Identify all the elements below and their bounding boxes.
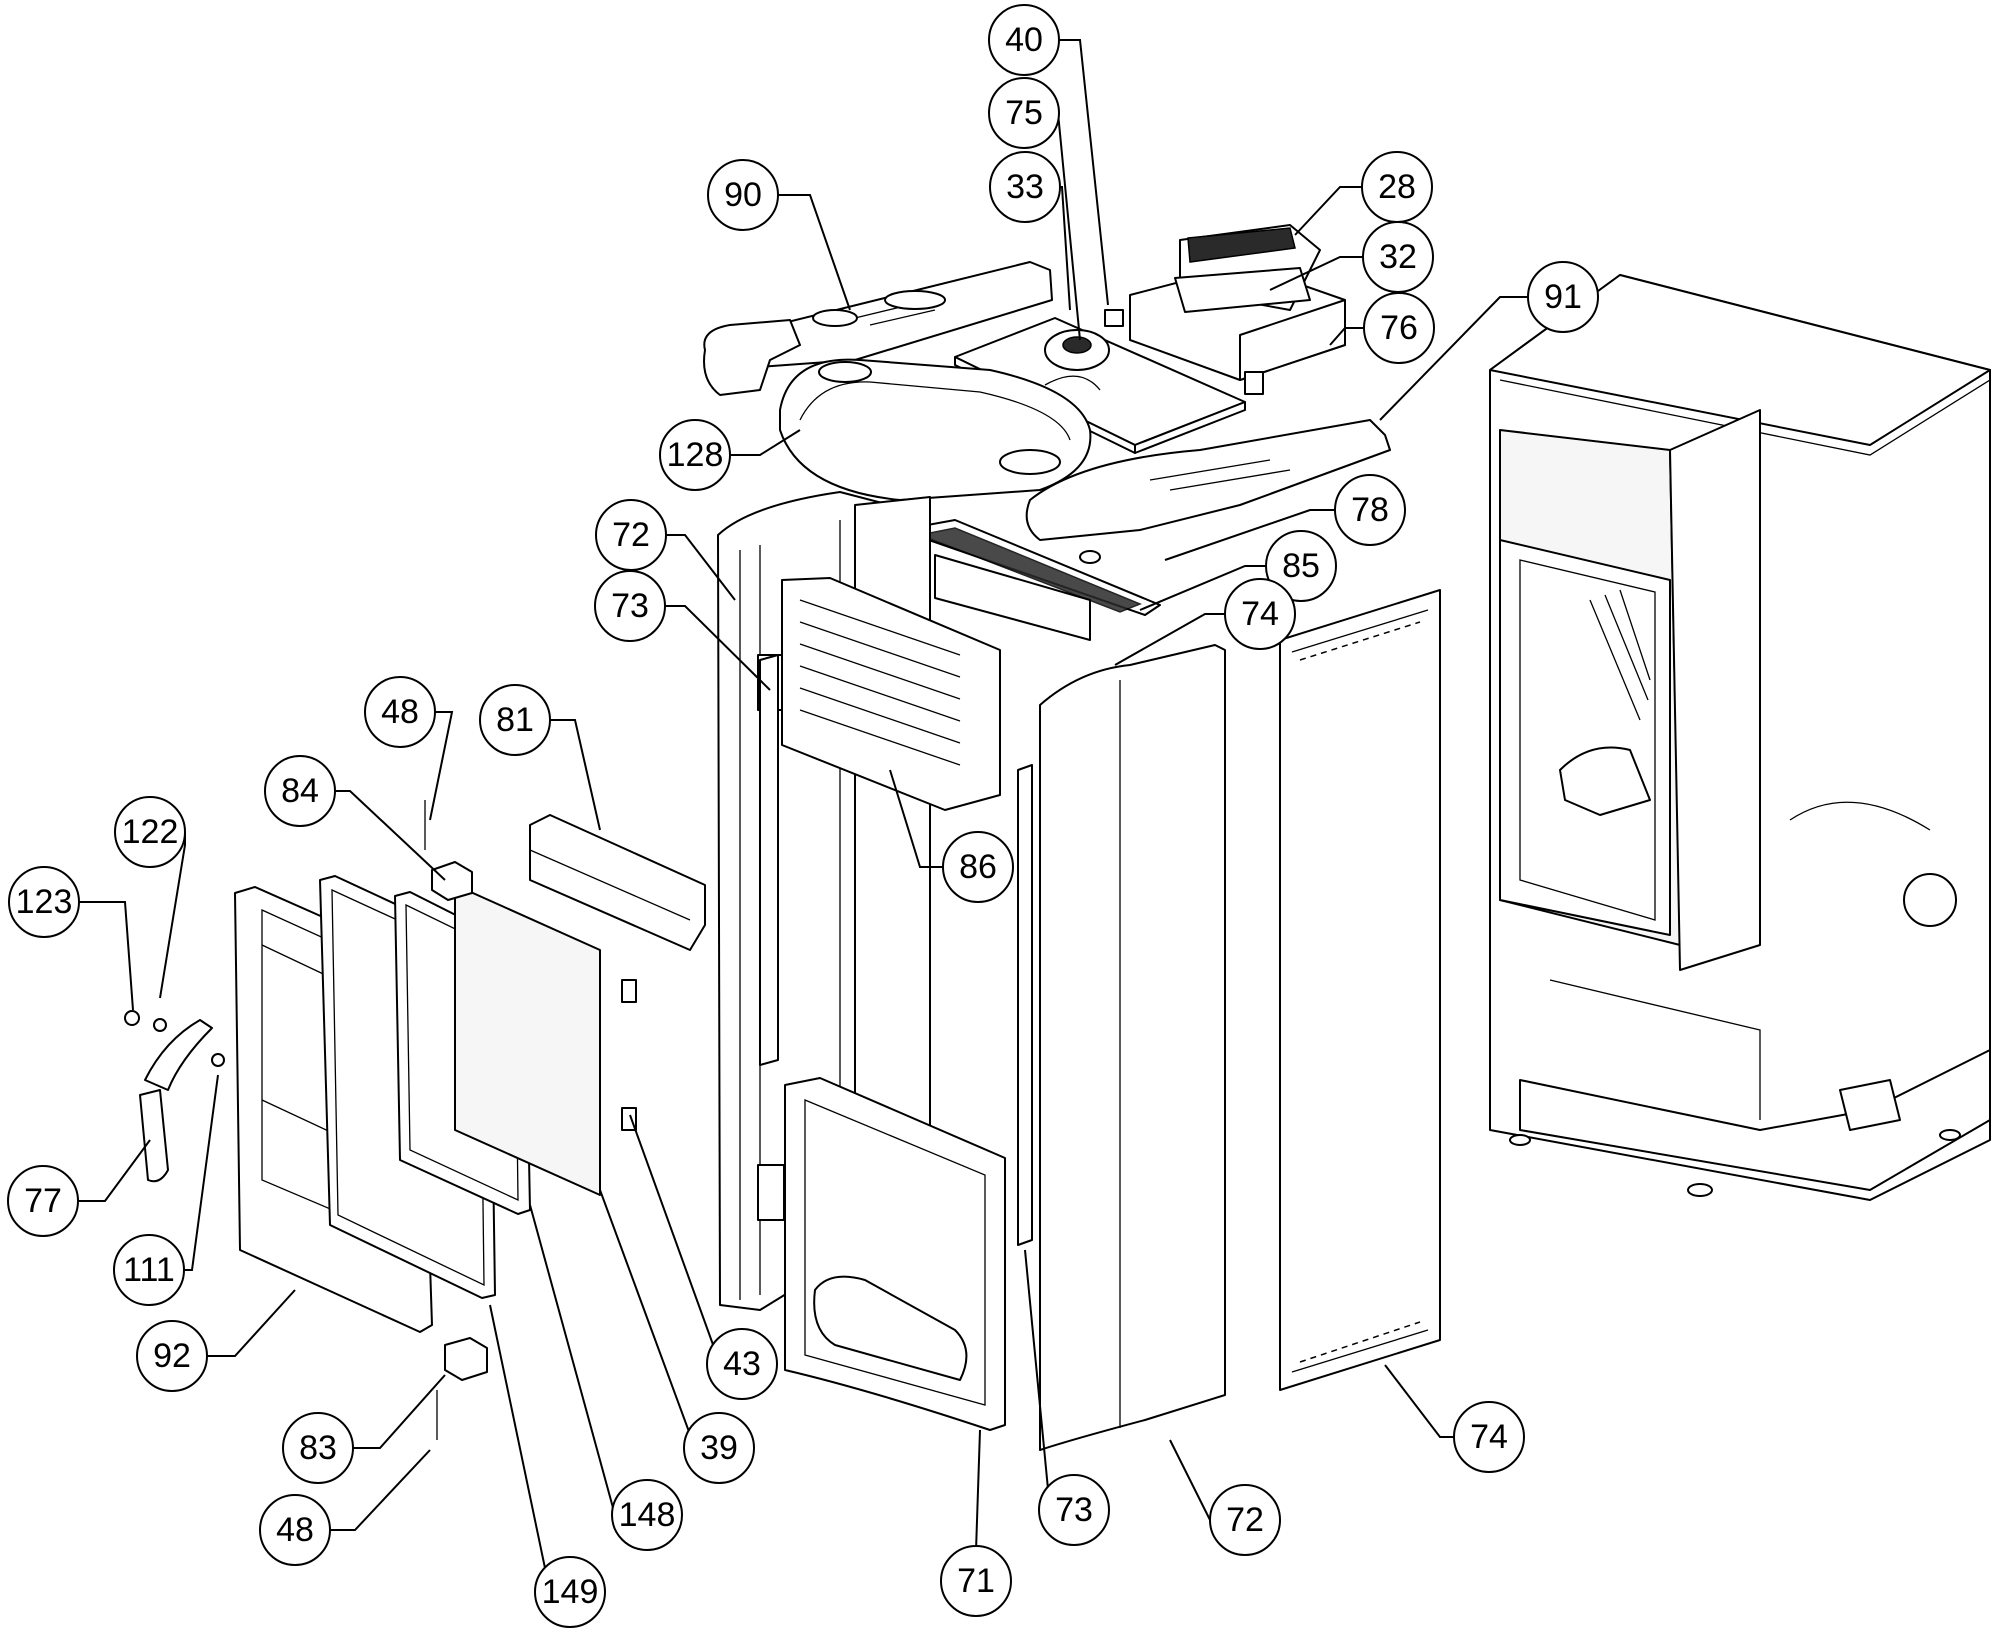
svg-text:111: 111	[123, 1251, 175, 1289]
svg-text:148: 148	[619, 1496, 676, 1534]
svg-text:92: 92	[153, 1337, 191, 1375]
svg-text:149: 149	[542, 1573, 599, 1611]
rear-panel	[1279, 589, 1441, 1391]
callout-32: 32	[1362, 221, 1434, 293]
glass-holder-81	[529, 814, 706, 951]
svg-text:74: 74	[1241, 595, 1279, 633]
svg-text:78: 78	[1351, 491, 1389, 529]
top-grille	[779, 358, 1092, 501]
lower-door-panel	[784, 1077, 1006, 1431]
callout-86: 86	[942, 831, 1014, 903]
svg-text:90: 90	[724, 176, 762, 214]
vent-grille-plate	[899, 519, 1161, 616]
svg-text:81: 81	[496, 701, 534, 739]
right-side-rail	[1017, 764, 1033, 1246]
left-side-rail	[759, 654, 779, 1066]
control-box	[1129, 224, 1346, 395]
svg-text:32: 32	[1379, 238, 1417, 276]
callout-74-top: 74	[1224, 578, 1296, 650]
upper-louvre-panel	[781, 577, 1001, 811]
svg-text:72: 72	[1226, 1501, 1264, 1539]
front-top-bar	[1025, 419, 1391, 541]
svg-text:122: 122	[122, 813, 179, 851]
callout-92: 92	[136, 1320, 208, 1392]
callout-72-bottom: 72	[1209, 1484, 1281, 1556]
callout-78: 78	[1334, 474, 1406, 546]
rear-panel-vent-slots-top	[1299, 621, 1421, 661]
callout-76: 76	[1363, 292, 1435, 364]
callout-148: 148	[611, 1479, 683, 1551]
svg-text:72: 72	[612, 516, 650, 554]
hinge-top-84	[424, 800, 473, 901]
door-glass	[454, 884, 601, 1196]
svg-text:86: 86	[959, 848, 997, 886]
svg-text:128: 128	[667, 436, 724, 474]
callout-43: 43	[706, 1328, 778, 1400]
callout-33: 33	[989, 151, 1061, 223]
callout-73-bottom: 73	[1038, 1474, 1110, 1546]
svg-text:39: 39	[700, 1429, 738, 1467]
svg-text:76: 76	[1380, 309, 1418, 347]
callout-128: 128	[659, 419, 731, 491]
callout-85: 85	[1265, 530, 1337, 602]
svg-text:74: 74	[1470, 1418, 1508, 1456]
callout-40: 40	[988, 4, 1060, 76]
callout-72-top: 72	[595, 499, 667, 571]
svg-text:83: 83	[299, 1429, 337, 1467]
callout-84: 84	[264, 755, 336, 827]
callout-48-top: 48	[364, 676, 436, 748]
callout-74-bottom: 74	[1453, 1401, 1525, 1473]
callout-81: 81	[479, 684, 551, 756]
callout-111: 111	[113, 1234, 185, 1306]
svg-text:84: 84	[281, 772, 319, 810]
svg-text:73: 73	[611, 587, 649, 625]
svg-text:43: 43	[723, 1345, 761, 1383]
callout-123: 123	[8, 866, 80, 938]
svg-text:77: 77	[24, 1182, 62, 1220]
clips-43	[621, 979, 637, 1131]
svg-text:91: 91	[1544, 278, 1582, 316]
callout-77: 77	[7, 1165, 79, 1237]
callout-73-top: 73	[594, 570, 666, 642]
svg-text:71: 71	[957, 1562, 995, 1600]
door-handle-77	[124, 1010, 225, 1183]
svg-text:28: 28	[1378, 168, 1416, 206]
callout-90: 90	[707, 159, 779, 231]
callout-71: 71	[940, 1545, 1012, 1617]
callout-83: 83	[282, 1412, 354, 1484]
callout-91: 91	[1527, 261, 1599, 333]
callout-122: 122	[114, 796, 186, 868]
callout-48-bottom: 48	[259, 1494, 331, 1566]
stove-main-body	[1489, 274, 1991, 1201]
svg-text:75: 75	[1005, 94, 1043, 132]
svg-text:73: 73	[1055, 1491, 1093, 1529]
callout-149: 149	[534, 1556, 606, 1628]
svg-text:33: 33	[1006, 168, 1044, 206]
svg-text:40: 40	[1005, 21, 1043, 59]
svg-text:85: 85	[1282, 547, 1320, 585]
svg-text:48: 48	[276, 1511, 314, 1549]
hinge-bottom-83	[436, 1337, 488, 1440]
callout-bubbles: 40 75 33 90 28 32 91 76 128 72 78 85 73 …	[7, 4, 1599, 1628]
svg-text:48: 48	[381, 693, 419, 731]
callout-39: 39	[683, 1412, 755, 1484]
callout-28: 28	[1361, 151, 1433, 223]
svg-text:123: 123	[16, 883, 73, 921]
right-side-panel	[1039, 644, 1226, 1451]
rear-top-bar	[703, 261, 1053, 396]
callout-75: 75	[988, 77, 1060, 149]
